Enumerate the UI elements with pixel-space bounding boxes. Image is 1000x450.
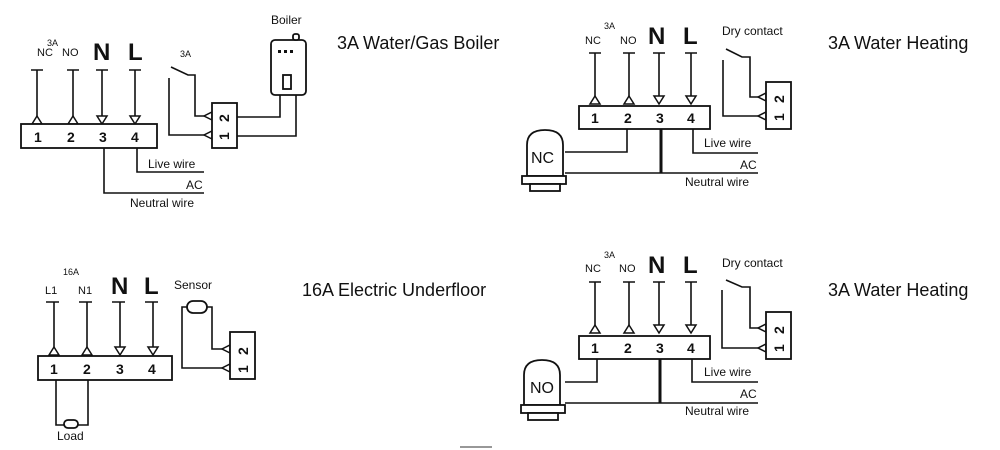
label-l: L	[144, 273, 159, 300]
live-wire	[691, 359, 758, 383]
dry-contact-label: Dry contact	[722, 256, 783, 270]
diagram-water-gas-boiler: NC 3A NO N L 1 2 3 4 Live wire AC Neutra…	[20, 13, 499, 210]
switch-contact	[170, 66, 204, 117]
neutral-wire	[103, 148, 204, 194]
boiler-label: Boiler	[271, 13, 302, 27]
rating-label: 3A	[47, 38, 58, 48]
rating-label: 16A	[63, 267, 79, 277]
boiler-icon	[270, 33, 307, 96]
relay-terminal-block	[229, 331, 256, 380]
live-wire-label: Live wire	[704, 365, 752, 379]
label-nc: NC	[37, 47, 53, 59]
relay-terminal-2: 2	[216, 114, 232, 122]
terminal-3: 3	[656, 340, 664, 356]
label-nc: NC	[585, 263, 601, 275]
relay-terminal-2: 2	[771, 95, 787, 103]
diagram-water-heating-no: NC 3A NO N L 1 2 3 4 Live wire AC Neutra…	[520, 250, 968, 421]
ac-label: AC	[740, 387, 757, 401]
relay-terminal-2: 2	[771, 326, 787, 334]
diagram-water-heating-nc: NC 3A NO N L 1 2 3 4 Live wire AC Neutra…	[521, 21, 968, 192]
terminal-4: 4	[687, 110, 695, 126]
terminal-leads	[588, 281, 698, 335]
valve-actuator-icon: NO	[520, 359, 566, 421]
rating-label: 3A	[604, 250, 615, 260]
rating-label: 3A	[604, 21, 615, 31]
label-n1: N1	[78, 285, 92, 297]
label-l: L	[683, 252, 698, 279]
label-l: L	[128, 39, 143, 66]
dry-contact-label: Dry contact	[722, 24, 783, 38]
relay-terminal-1: 1	[235, 365, 251, 373]
diagram-title: 3A Water Heating	[828, 33, 968, 53]
terminal-leads	[588, 52, 698, 106]
label-n: N	[648, 23, 665, 50]
terminal-2: 2	[67, 129, 75, 145]
terminal-leads	[30, 69, 142, 126]
sensor-label: Sensor	[174, 278, 212, 292]
neutral-wire-label: Neutral wire	[685, 175, 749, 189]
live-wire	[136, 148, 204, 173]
relay-terminal-1: 1	[771, 344, 787, 352]
label-no: NO	[620, 35, 637, 47]
label-l: L	[683, 23, 698, 50]
terminal-4: 4	[148, 361, 156, 377]
diagram-title: 3A Water/Gas Boiler	[337, 33, 499, 53]
live-wire-label: Live wire	[148, 157, 196, 171]
terminal-4: 4	[131, 129, 139, 145]
load-icon	[63, 419, 79, 429]
relay-terminal-block	[765, 81, 792, 130]
terminal-leads	[46, 301, 160, 357]
diagram-title: 3A Water Heating	[828, 280, 968, 300]
label-n: N	[93, 39, 110, 66]
valve-label: NO	[530, 380, 554, 397]
terminal-1: 1	[50, 361, 58, 377]
terminal-1: 1	[591, 340, 599, 356]
valve-label: NC	[531, 150, 554, 167]
terminal-3: 3	[656, 110, 664, 126]
relay-terminal-1: 1	[771, 113, 787, 121]
relay-terminal-2: 2	[235, 347, 251, 355]
ac-label: AC	[740, 158, 757, 172]
terminal-1: 1	[591, 110, 599, 126]
label-no: NO	[62, 47, 79, 59]
terminal-block	[578, 335, 711, 360]
switch-rating: 3A	[180, 49, 191, 59]
label-n: N	[111, 273, 128, 300]
terminal-3: 3	[99, 129, 107, 145]
terminal-block	[578, 105, 711, 130]
terminal-4: 4	[687, 340, 695, 356]
terminal-block	[37, 355, 173, 381]
terminal-block	[20, 123, 158, 149]
terminal-1: 1	[34, 129, 42, 145]
terminal-2: 2	[624, 110, 632, 126]
label-n: N	[648, 252, 665, 279]
terminal-2: 2	[624, 340, 632, 356]
label-no: NO	[619, 263, 636, 275]
neutral-wire-label: Neutral wire	[130, 196, 194, 210]
label-nc: NC	[585, 35, 601, 47]
relay-terminal-block	[211, 102, 238, 149]
diagram-electric-underfloor: 16A L1 N1 N L 1 2 3 4 Load Sensor 1 2 16…	[37, 267, 486, 443]
live-wire-label: Live wire	[704, 136, 752, 150]
relay-terminal-1: 1	[216, 132, 232, 140]
neutral-wire-label: Neutral wire	[685, 404, 749, 418]
live-wire	[692, 129, 758, 154]
sensor-icon	[186, 300, 208, 314]
dry-contact-switch	[725, 48, 758, 98]
dry-contact-switch	[725, 279, 758, 329]
terminal-3: 3	[116, 361, 124, 377]
label-l1: L1	[45, 285, 57, 297]
relay-terminal-block	[765, 311, 792, 360]
load-label: Load	[57, 429, 84, 443]
ac-label: AC	[186, 178, 203, 192]
terminal-2: 2	[83, 361, 91, 377]
valve-actuator-icon: NC	[521, 129, 567, 192]
diagram-title: 16A Electric Underfloor	[302, 280, 486, 300]
